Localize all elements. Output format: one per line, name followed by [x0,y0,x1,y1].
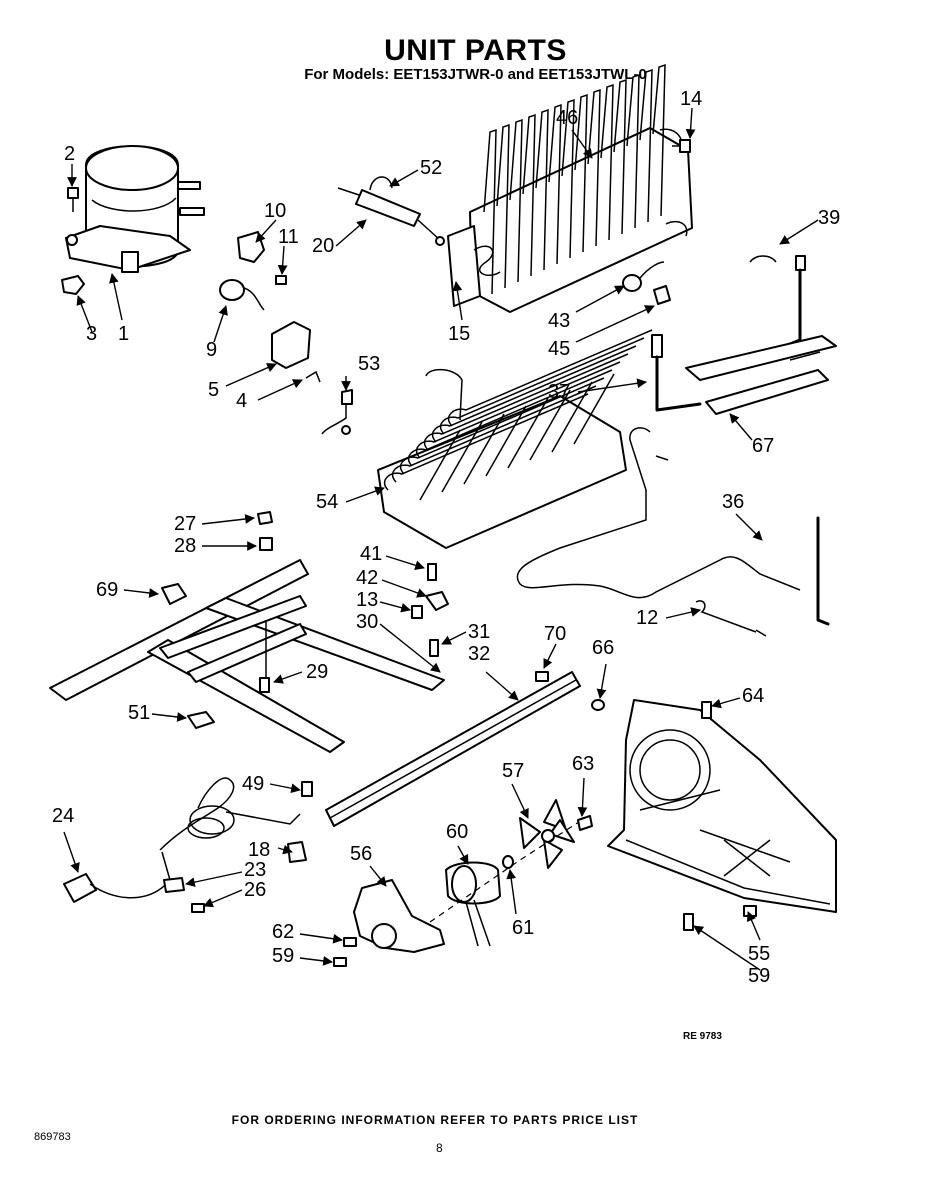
callout-51: 51 [128,702,150,724]
callout-61: 61 [512,917,534,939]
callout-70: 70 [544,623,566,645]
callout-39: 39 [818,207,840,229]
callout-2: 2 [64,143,75,165]
capillary-tube-drawing [516,427,830,637]
callout-56: 56 [350,843,372,865]
callout-63: 63 [572,753,594,775]
shroud-drawing [577,699,837,931]
callout-4: 4 [236,390,247,412]
condenser-drawing [447,63,693,313]
power-cord-drawing [63,777,313,913]
callout-66: 66 [592,637,614,659]
callout-49: 49 [242,773,264,795]
leader-lines [63,107,819,971]
screw-drawing [672,139,691,153]
callout-20: 20 [312,235,334,257]
callout-10: 10 [264,200,286,222]
grommet-drawing [622,261,671,305]
callout-11: 11 [278,226,299,248]
callout-18: 18 [248,839,270,861]
callout-15: 15 [448,323,470,345]
callout-36: 36 [722,491,744,513]
relay-parts-drawing [219,231,321,383]
page-number: 8 [436,1141,443,1155]
callout-27: 27 [174,513,196,535]
callout-55: 55 [748,943,770,965]
callout-59-shroud: 59 [748,965,770,987]
callout-60: 60 [446,821,468,843]
bolt-drawing [61,187,85,295]
callout-30: 30 [356,611,378,633]
callout-28: 28 [174,535,196,557]
callout-32: 32 [468,643,490,665]
callout-62: 62 [272,921,294,943]
drain-trough-drawing [651,255,837,415]
model-subtitle: For Models: EET153JTWR-0 and EET153JTWL-… [304,66,647,83]
reference-code: RE 9783 [683,1031,722,1042]
callout-69: 69 [96,579,118,601]
callout-59: 59 [272,945,294,967]
callout-52: 52 [420,157,442,179]
callout-54: 54 [316,491,338,513]
callout-53: 53 [358,353,380,375]
callout-46: 46 [556,107,578,129]
callout-29: 29 [306,661,328,683]
callout-64: 64 [742,685,764,707]
callout-37: 37 [548,381,570,403]
callout-5: 5 [208,379,219,401]
callout-14: 14 [680,88,702,110]
base-frame-drawing [49,559,445,753]
motor-screws-drawing [333,937,357,967]
callout-3: 3 [86,323,97,345]
page-title: UNIT PARTS [384,34,567,67]
callout-41: 41 [360,543,382,565]
callout-13: 13 [356,589,378,611]
compressor-drawing [65,145,205,273]
callout-9: 9 [206,339,217,361]
callout-67: 67 [752,435,774,457]
callout-12: 12 [636,607,658,629]
callout-42: 42 [356,567,378,589]
callout-31: 31 [468,621,490,643]
callout-23: 23 [244,859,266,881]
ordering-note: FOR ORDERING INFORMATION REFER TO PARTS … [231,1113,639,1127]
rail-drawing [325,671,581,827]
callout-45: 45 [548,338,570,360]
document-number: 869783 [34,1131,71,1143]
evaporator-drawing [321,329,653,549]
fan-motor-drawing [353,799,583,953]
callout-1: 1 [118,323,129,345]
small-fasteners-drawing [257,511,605,711]
callout-26: 26 [244,879,266,901]
callout-43: 43 [548,310,570,332]
callout-57: 57 [502,760,524,782]
drier-drawing [337,176,445,246]
callout-24: 24 [52,805,74,827]
